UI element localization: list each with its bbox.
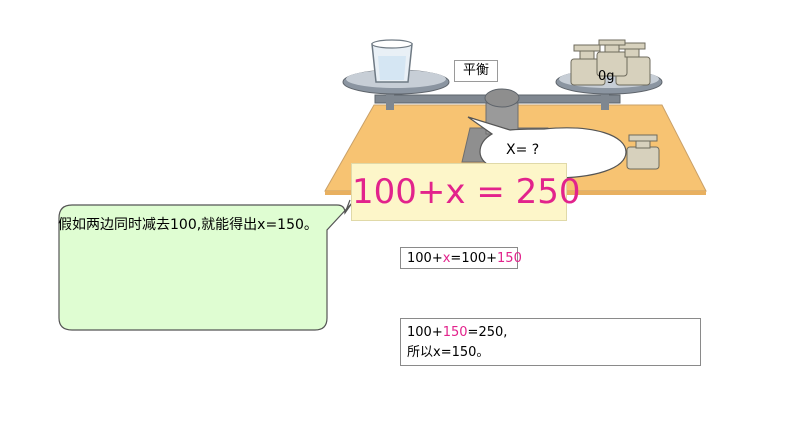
glass-icon bbox=[371, 39, 413, 83]
step-one-box: 100+x=100+150 bbox=[400, 247, 522, 269]
step-two-box: 100+150=250, 所以x=150。 bbox=[400, 318, 701, 366]
right-pan-support bbox=[601, 90, 609, 110]
main-equation: 100+x = 250 bbox=[351, 163, 581, 221]
left-pan-support bbox=[386, 90, 394, 110]
step-two-line-one: 100+150=250, bbox=[407, 323, 700, 343]
hint-bubble bbox=[58, 202, 353, 331]
hint-text: 假如两边同时减去100,就能得出x=150。 bbox=[58, 217, 318, 233]
step-one-part-c: 150 bbox=[497, 251, 522, 266]
balanced-label: 平衡 bbox=[454, 60, 498, 82]
question-text: X= ? bbox=[506, 142, 540, 158]
step-two-part-c: =250, bbox=[467, 325, 508, 340]
step-two-line-two: 所以x=150。 bbox=[407, 345, 490, 360]
step-one-x: x bbox=[442, 251, 451, 266]
spare-weight-icon bbox=[626, 134, 660, 170]
step-two-part-b: 150 bbox=[442, 325, 468, 340]
weight-label: 0g bbox=[598, 69, 615, 84]
step-one-part-a: 100+ bbox=[407, 251, 443, 266]
step-one-part-b: =100+ bbox=[450, 251, 498, 266]
pivot bbox=[484, 88, 520, 108]
weights-icon bbox=[570, 39, 651, 86]
step-two-part-a: 100+ bbox=[407, 325, 443, 340]
